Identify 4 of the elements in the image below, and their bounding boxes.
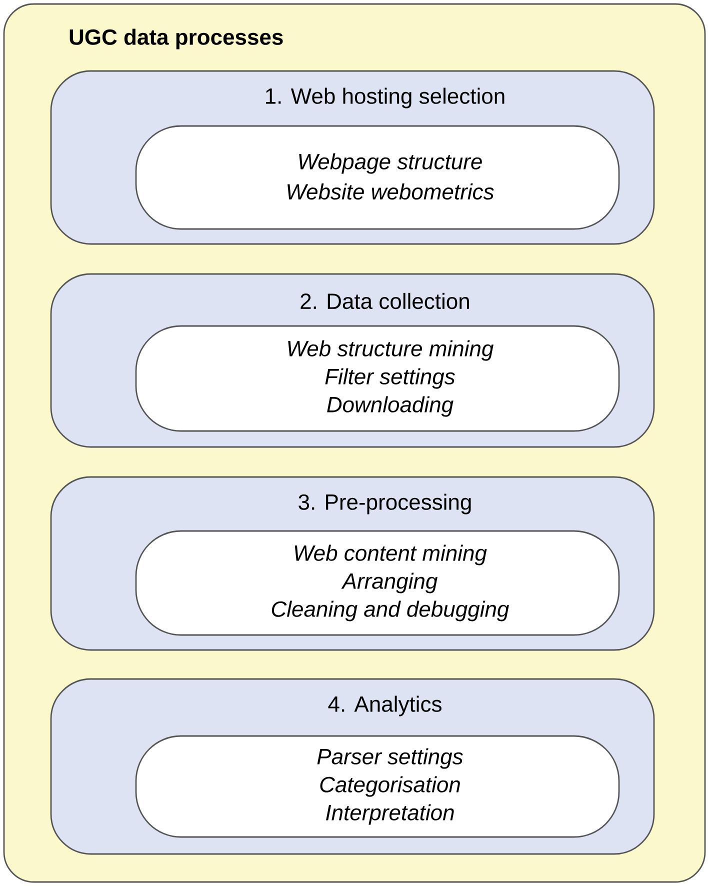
step-box: Parser settings Categorisation Interpretation [135,735,620,838]
step-box: Web content mining Arranging Cleaning and debugging [135,530,620,636]
step-box: Web structure mining Filter settings Downloading [135,325,620,432]
step-box: Webpage structure Website webometrics [135,125,620,230]
